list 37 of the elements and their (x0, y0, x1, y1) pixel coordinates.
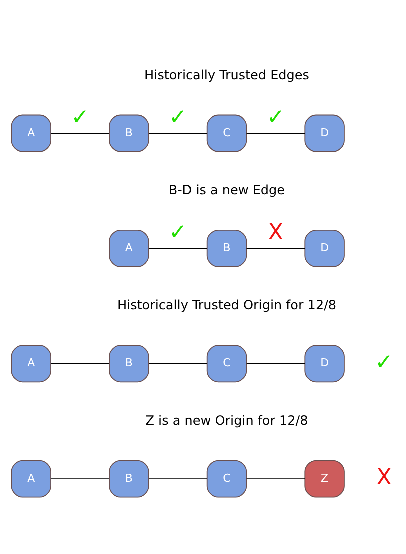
node-box: B (109, 114, 150, 152)
connector (50, 478, 110, 480)
node-box: D (304, 114, 345, 152)
connector (50, 362, 110, 364)
node-box: C (206, 114, 248, 152)
node-label: X (376, 465, 392, 490)
node-box: B (109, 344, 150, 382)
node-label: ✓ (375, 350, 394, 376)
connector (148, 478, 208, 480)
label: Z is a new Origin for 12/8 (146, 413, 308, 428)
connector (246, 478, 306, 480)
connector (148, 362, 208, 364)
label: B-D is a new Edge (168, 183, 286, 198)
connector (246, 362, 306, 364)
connector (50, 132, 110, 134)
connector (246, 248, 306, 249)
node-box: C (206, 344, 248, 382)
edge-label: ✓ (168, 220, 188, 246)
label: Historically Trusted Origin for 12/8 (117, 298, 337, 314)
node-box: D (304, 229, 345, 267)
node-box: D (304, 344, 345, 382)
node-box: A (11, 460, 52, 498)
edge-label: ✓ (168, 105, 188, 130)
connector (148, 248, 208, 249)
node-box: A (109, 229, 150, 267)
node-box: A (11, 344, 52, 382)
node-box: C (206, 460, 248, 498)
node-box: Z (304, 460, 345, 498)
label: Historically Trusted Edges (144, 68, 310, 83)
edge-label: ✓ (266, 105, 286, 130)
connector (246, 132, 306, 134)
node-box: B (206, 229, 248, 267)
node-box: B (109, 460, 150, 498)
connector (148, 132, 208, 134)
node-box: A (11, 114, 52, 152)
edge-label: X (268, 220, 284, 246)
edge-label: ✓ (71, 105, 90, 130)
